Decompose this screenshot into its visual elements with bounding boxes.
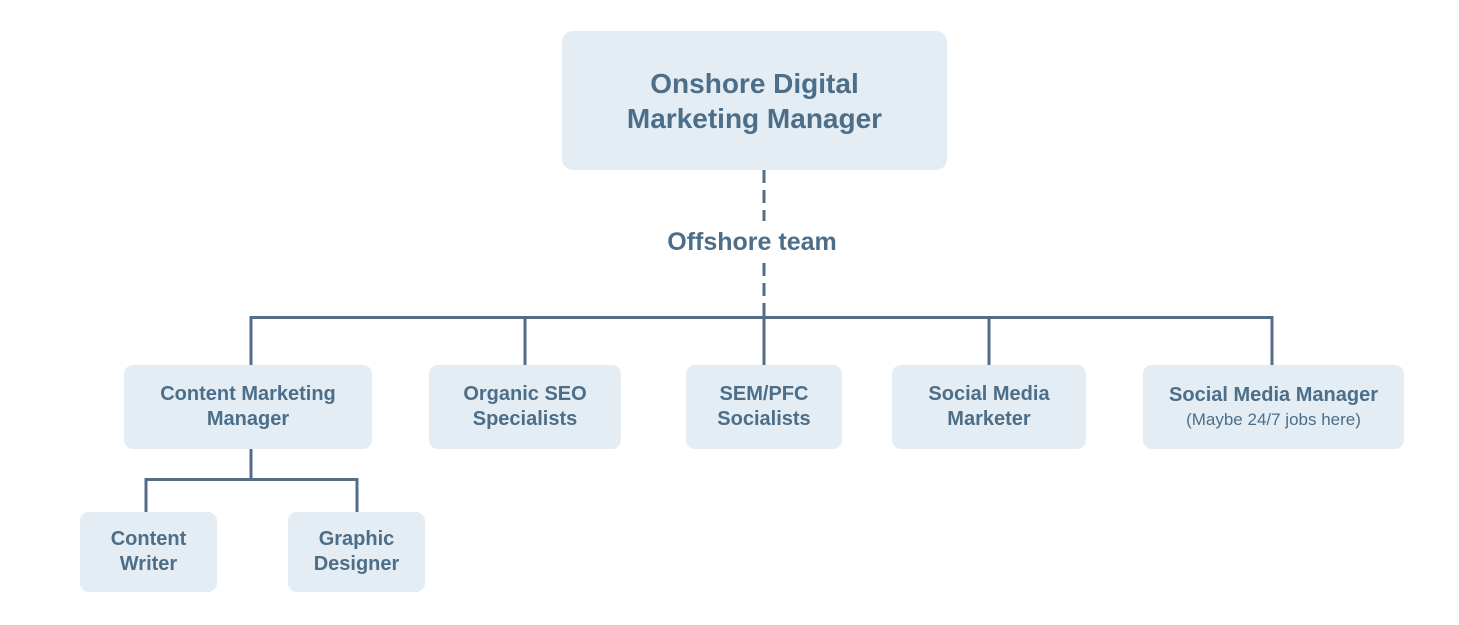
node-label: SEM/PFC Socialists: [717, 383, 811, 430]
node-sublabel: (Maybe 24/7 jobs here): [1186, 410, 1361, 429]
node-organic-seo-specialists: Organic SEO Specialists: [429, 365, 621, 449]
node-label: Social Media Marketer: [928, 383, 1050, 430]
node-content-marketing-manager: Content Marketing Manager: [124, 365, 372, 449]
node-label: Content Writer: [110, 528, 187, 575]
offshore-team-label: Offshore team: [667, 228, 837, 256]
node-social-media-manager: Social Media Manager (Maybe 24/7 jobs he…: [1143, 365, 1404, 449]
node-sem-pfc-socialists: SEM/PFC Socialists: [686, 365, 842, 449]
node-label: Onshore Digital Marketing Manager: [626, 67, 883, 134]
level2-tree-connector: [249, 316, 1274, 365]
node-label: Social Media Manager: [1169, 384, 1378, 406]
node-social-media-marketer: Social Media Marketer: [892, 365, 1086, 449]
node-graphic-designer: Graphic Designer: [288, 512, 425, 592]
node-content-writer: Content Writer: [80, 512, 217, 592]
node-label: Graphic Designer: [313, 528, 400, 575]
level3-tree-connector: [144, 449, 359, 512]
node-label: Content Marketing Manager: [160, 383, 336, 430]
node-onshore-digital-marketing-manager: Onshore Digital Marketing Manager: [562, 31, 947, 170]
node-label: Organic SEO Specialists: [463, 383, 587, 430]
